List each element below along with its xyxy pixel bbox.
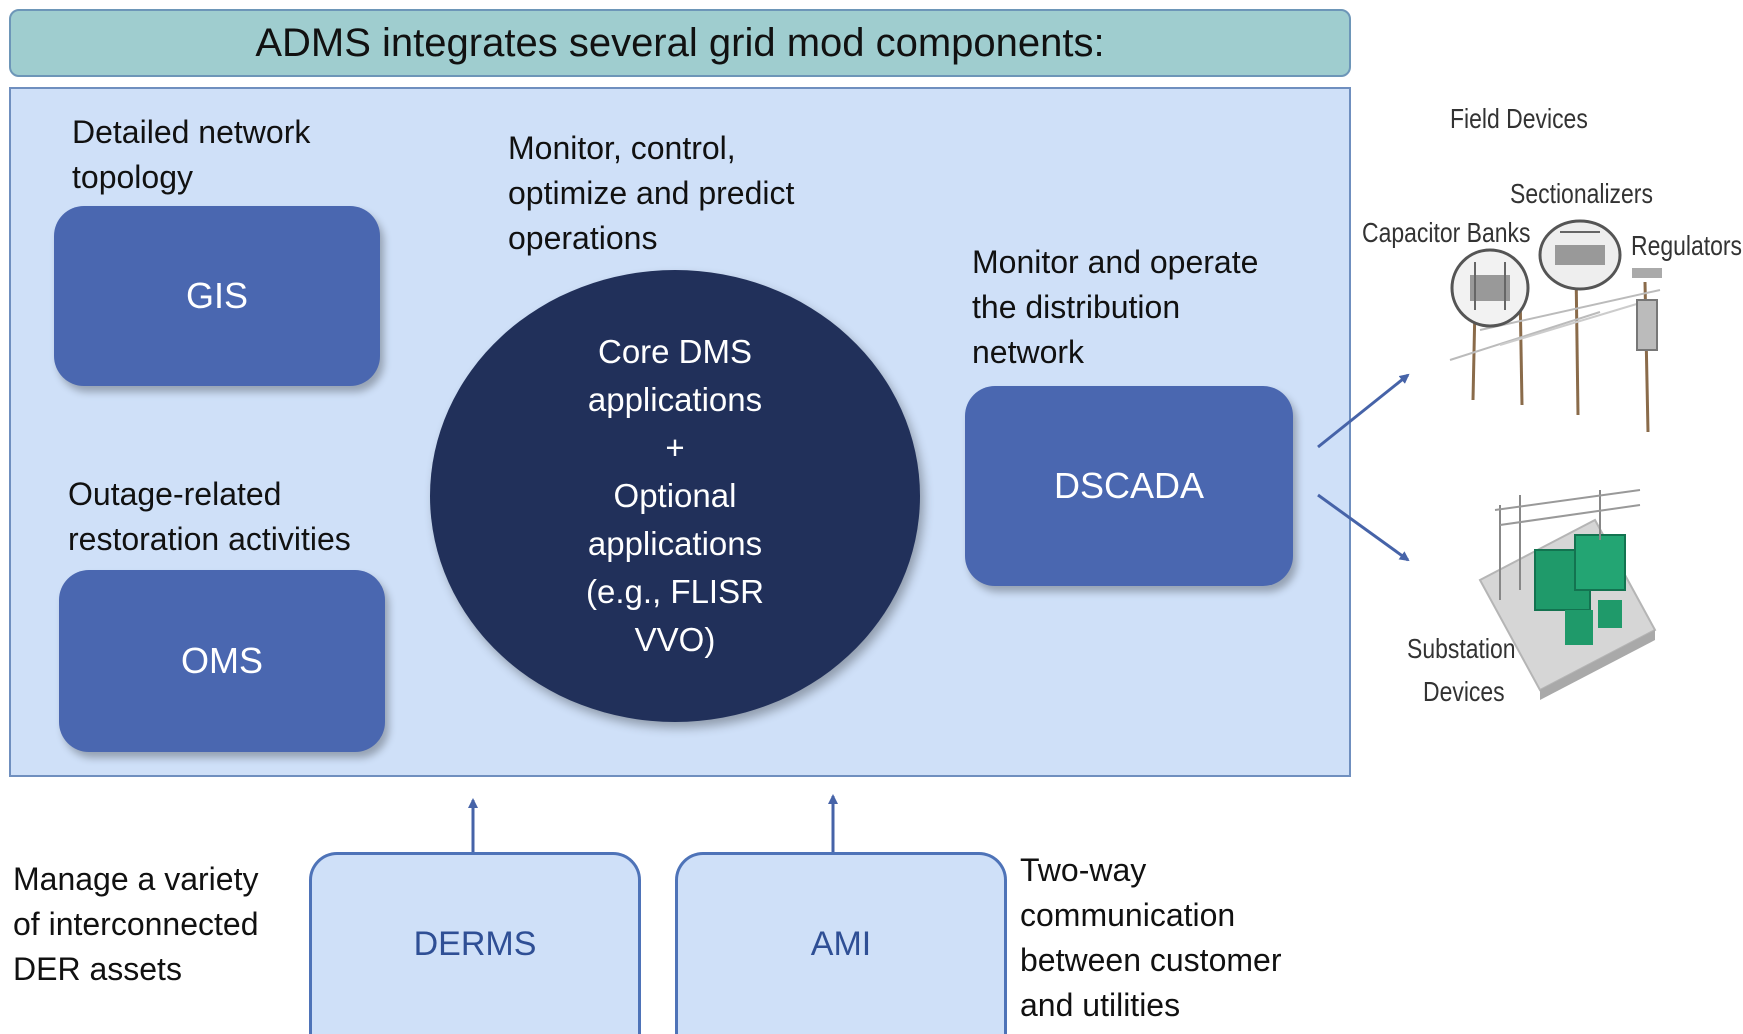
field-arrow	[1317, 373, 1410, 449]
ami-caption-line: and utilities	[1020, 987, 1181, 1023]
dscada-box: DSCADA	[965, 386, 1293, 586]
field-devices-heading: Field Devices	[1450, 103, 1588, 134]
substation-arrow	[1317, 493, 1410, 562]
capacitor-banks-label: Capacitor Banks	[1362, 217, 1531, 248]
core-line: applications	[587, 381, 763, 418]
dscada-caption-line: network	[972, 334, 1085, 370]
dscada-caption-line: the distribution	[972, 289, 1181, 325]
oms-caption-line: restoration activities	[68, 521, 351, 557]
derms-caption-line: of interconnected	[13, 906, 259, 942]
capacitor-banks-icon	[1450, 248, 1530, 328]
oms-caption: Outage-related restoration activities	[68, 472, 351, 562]
core-line: applications	[587, 525, 763, 562]
gis-caption: Detailed network topology	[72, 110, 310, 200]
ami-box: AMI	[675, 852, 1007, 1034]
substation-label-line2: Devices	[1423, 676, 1505, 707]
core-line: Core DMS	[597, 333, 753, 370]
substation-illustration	[1478, 489, 1657, 700]
gis-caption-line: Detailed network	[72, 114, 311, 150]
ami-caption: Two-way communication between customer a…	[1020, 848, 1281, 1028]
derms-caption-line: DER assets	[13, 951, 182, 987]
derms-box: DERMS	[309, 852, 641, 1034]
core-caption-line: operations	[508, 220, 658, 256]
gis-caption-line: topology	[72, 159, 193, 195]
sectionalizers-label: Sectionalizers	[1510, 178, 1653, 209]
core-caption-line: optimize and predict	[508, 175, 795, 211]
oms-caption-line: Outage-related	[68, 476, 282, 512]
dscada-caption: Monitor and operate the distribution net…	[972, 240, 1258, 375]
ami-caption-line: communication	[1020, 897, 1236, 933]
ami-caption-line: between customer	[1020, 942, 1282, 978]
substation-label-line1: Substation	[1407, 633, 1516, 664]
ami-caption-line: Two-way	[1020, 852, 1147, 888]
regulators-icon	[1632, 268, 1662, 351]
regulators-label: Regulators	[1631, 230, 1743, 261]
dscada-caption-line: Monitor and operate	[972, 244, 1259, 280]
core-dms-circle: Core DMS applications + Optional applica…	[430, 270, 920, 722]
gis-box: GIS	[54, 206, 380, 386]
core-line: (e.g., FLISR	[586, 573, 764, 610]
oms-box: OMS	[59, 570, 385, 752]
diagram-title: ADMS integrates several grid mod compone…	[9, 9, 1351, 77]
core-line: VVO)	[634, 621, 716, 658]
sectionalizers-icon	[1538, 219, 1622, 291]
core-caption-line: Monitor, control,	[508, 130, 736, 166]
core-line: Optional	[613, 477, 737, 514]
derms-caption-line: Manage a variety	[13, 861, 259, 897]
core-line: +	[665, 429, 685, 466]
derms-caption: Manage a variety of interconnected DER a…	[13, 857, 259, 992]
core-caption: Monitor, control, optimize and predict o…	[508, 126, 794, 261]
